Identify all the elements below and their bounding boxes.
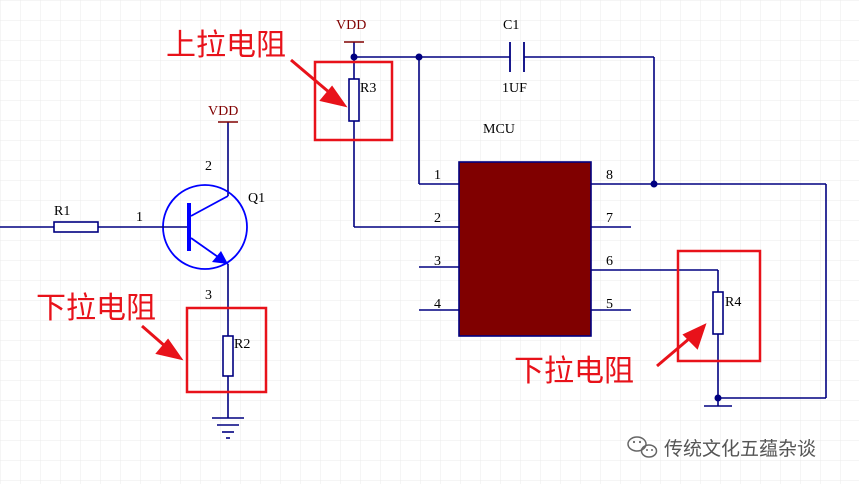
mcu-pin-7: 7 [606, 211, 613, 226]
emitter-arrow-icon [212, 251, 228, 264]
resistor-r3 [348, 78, 360, 122]
junction-vdd [350, 53, 358, 61]
watermark-text: 传统文化五蕴杂谈 [664, 438, 816, 460]
arrow-pulldown-right-head-icon [682, 323, 707, 350]
q1-pin-collector: 2 [205, 159, 212, 174]
mcu-label: MCU [483, 122, 515, 137]
capacitor-c1 [509, 42, 525, 72]
highlight-box-r3 [313, 60, 394, 142]
mcu-pin-6: 6 [606, 254, 613, 269]
annotation-pulldown-right: 下拉电阻 [514, 354, 634, 389]
junction-r4 [714, 394, 722, 402]
arrow-pullup-shaft [290, 58, 331, 95]
mcu-pin-8: 8 [606, 168, 613, 183]
arrow-pulldown-left-shaft [141, 324, 167, 349]
junction-pin8 [650, 180, 658, 188]
mcu-pin-1: 1 [434, 168, 441, 183]
r2-label: R2 [234, 337, 250, 352]
resistor-r4 [712, 291, 724, 335]
highlight-box-r2 [185, 306, 268, 394]
ground-symbol-left [212, 417, 244, 439]
resistor-r1 [53, 221, 99, 233]
arrow-pullup-head-icon [319, 85, 348, 108]
resistor-r2 [222, 335, 234, 377]
vdd-label-transistor: VDD [208, 104, 238, 119]
vdd-label-top: VDD [336, 18, 366, 33]
annotation-pullup: 上拉电阻 [166, 28, 286, 63]
annotation-pulldown-left: 下拉电阻 [36, 291, 156, 326]
q1-pin-emitter: 3 [205, 288, 212, 303]
c1-label: C1 [503, 18, 519, 33]
wires [0, 42, 827, 418]
mcu-pin-4: 4 [434, 297, 441, 312]
q1-label: Q1 [248, 191, 265, 206]
junctions [350, 53, 722, 402]
mcu-pin-3: 3 [434, 254, 441, 269]
r3-label: R3 [360, 81, 376, 96]
mcu-pin-2: 2 [434, 211, 441, 226]
mcu-chip [458, 161, 592, 337]
q1-pin-base: 1 [136, 210, 143, 225]
junction-pin1 [415, 53, 423, 61]
arrow-pulldown-right-shaft [656, 336, 691, 368]
transistor-q1 [162, 184, 248, 270]
r4-label: R4 [725, 295, 741, 310]
mcu-pin-5: 5 [606, 297, 613, 312]
highlight-box-r4 [676, 249, 762, 363]
c1-value: 1UF [502, 81, 527, 96]
r1-label: R1 [54, 204, 70, 219]
wechat-icon [627, 436, 658, 458]
arrow-pulldown-left-head-icon [155, 338, 184, 361]
